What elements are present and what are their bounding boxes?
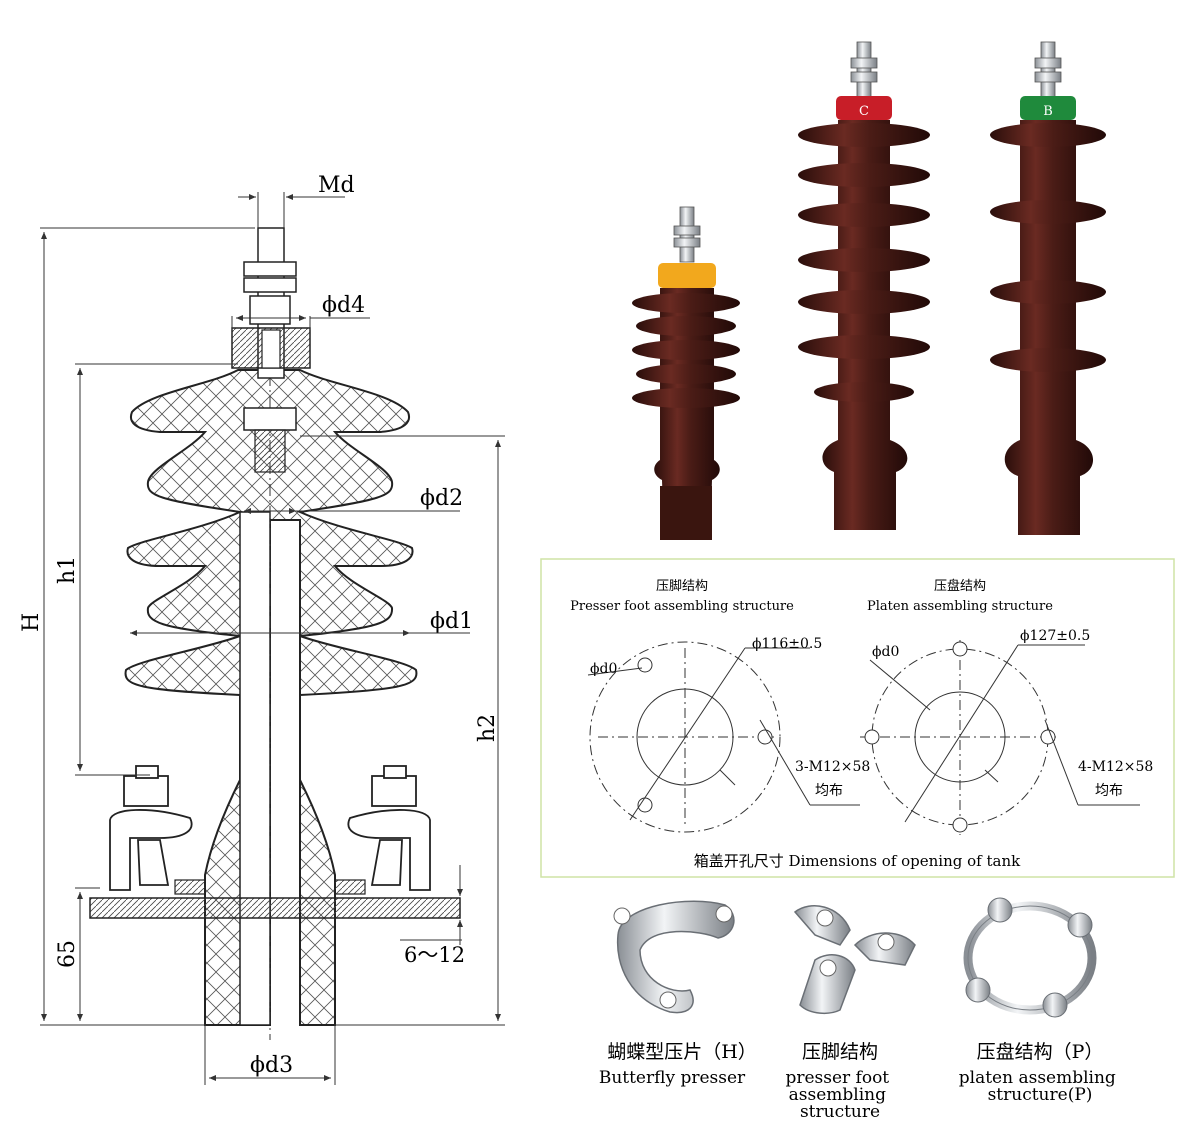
left-diameter: ϕ116±0.5 (752, 636, 822, 652)
label-65: 65 (55, 940, 80, 968)
left-bolts: 3-M12×58 (795, 759, 870, 775)
bolt-hole (952, 641, 968, 657)
cap-ring (836, 96, 892, 120)
part-caption-cn: 压盘结构（P） (977, 1041, 1104, 1063)
insulator-photo-phase-b: B (990, 41, 1106, 535)
butterfly-presser-photo (613, 900, 735, 1014)
platen-photo (963, 897, 1097, 1018)
inner-nut (243, 407, 297, 431)
left-d0: ϕd0 (590, 661, 617, 677)
cap-letter-c: C (859, 104, 869, 119)
part-caption-cn: 压脚结构 (802, 1041, 878, 1063)
bolt-hole (637, 657, 653, 673)
label-h2: h2 (475, 714, 500, 742)
insulator-photo-small (632, 206, 740, 540)
bolt-hole (952, 817, 968, 833)
presser-clamp-left (109, 765, 193, 891)
label-md: Md (318, 173, 355, 198)
label-h1: h1 (55, 556, 80, 584)
presser-foot-photo (793, 905, 916, 1015)
bolt-hole (1040, 729, 1056, 745)
label-d1: ϕd1 (430, 609, 473, 634)
right-bolts: 4-M12×58 (1078, 759, 1153, 775)
bolt-hole (864, 729, 880, 745)
label-d4: ϕd4 (322, 293, 365, 318)
label-d3: ϕd3 (250, 1053, 293, 1078)
cap-letter-b: B (1043, 104, 1053, 119)
left-title-en: Presser foot assembling structure (570, 599, 794, 614)
right-diameter: ϕ127±0.5 (1020, 628, 1090, 644)
insulator-photos: C B (632, 41, 1106, 540)
center-bore (239, 511, 271, 1026)
cap-ring (658, 263, 716, 288)
panel-border (540, 558, 1175, 878)
left-note: 均布 (815, 783, 843, 799)
panel-footer: 箱盖开孔尺寸 Dimensions of opening of tank (694, 852, 1021, 870)
right-d0: ϕd0 (872, 644, 899, 660)
presser-clamp-right (347, 765, 431, 891)
right-title-en: Platen assembling structure (867, 599, 1053, 614)
part-captions: 蝴蝶型压片（H） Butterfly presser 压脚结构 presser … (599, 1041, 1121, 1122)
label-d2: ϕd2 (420, 486, 463, 511)
right-title-cn: 压盘结构 (934, 578, 986, 594)
part-caption-en: presser foot assembling structure (785, 1068, 894, 1122)
label-gap: 6～12 (404, 943, 465, 967)
insulator-photo-phase-c: C (798, 41, 930, 530)
insulator-section-drawing: Md ϕd4 ϕd2 ϕd1 ϕd3 6～12 H h1 h2 65 (19, 173, 505, 1085)
left-title-cn: 压脚结构 (656, 578, 708, 594)
tank-opening-panel: 压脚结构 Presser foot assembling structure ϕ… (540, 558, 1175, 878)
tank-cover-plate (89, 897, 461, 919)
top-nut (243, 277, 297, 293)
part-caption-en: platen assembling structure(P) (959, 1068, 1121, 1105)
right-note: 均布 (1095, 783, 1123, 799)
cap-ring (1020, 96, 1076, 120)
gasket-left (174, 879, 206, 895)
gasket-right (334, 879, 366, 895)
label-H: H (19, 613, 44, 632)
inner-threaded-insert (254, 429, 286, 473)
bolt-circle-left (589, 641, 781, 833)
part-caption-cn: 蝴蝶型压片（H） (607, 1041, 757, 1063)
part-caption-en: Butterfly presser (599, 1068, 746, 1088)
porcelain-section (124, 369, 418, 1026)
washer (249, 295, 291, 325)
top-nut (243, 261, 297, 277)
